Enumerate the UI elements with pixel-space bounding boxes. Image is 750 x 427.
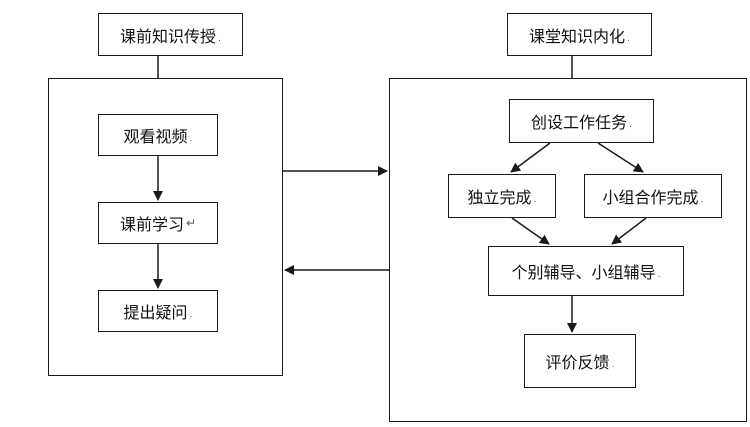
paragraph-mark: . bbox=[700, 195, 704, 205]
paragraph-mark: . bbox=[629, 120, 632, 130]
left-header-box: 课前知识传授. bbox=[98, 13, 243, 56]
left-header-label: 课前知识传授 bbox=[120, 26, 217, 46]
right-header-label: 课堂知识内化 bbox=[529, 26, 626, 46]
step-label: 观看视频 bbox=[123, 127, 188, 146]
step-pre-study: 课前学习↵ bbox=[98, 202, 218, 244]
paragraph-mark: . bbox=[611, 360, 615, 370]
right-header-box: 课堂知识内化. bbox=[507, 13, 652, 56]
create-task-box: 创设工作任务. bbox=[509, 99, 654, 143]
paragraph-mark: . bbox=[189, 310, 193, 320]
return-mark: ↵ bbox=[185, 216, 197, 230]
tutoring-label: 个别辅导、小组辅导 bbox=[511, 263, 656, 282]
step-label: 提出疑问 bbox=[123, 303, 188, 322]
independent-box: 独立完成. bbox=[448, 174, 556, 218]
group-work-box: 小组合作完成. bbox=[584, 174, 722, 218]
paragraph-mark: . bbox=[657, 270, 661, 280]
right-panel bbox=[389, 78, 747, 422]
create-task-label: 创设工作任务 bbox=[531, 113, 628, 132]
evaluation-box: 评价反馈. bbox=[524, 334, 636, 388]
arrow-task-to-group bbox=[597, 142, 644, 173]
paragraph-mark: . bbox=[533, 195, 537, 205]
step-label: 课前学习 bbox=[119, 215, 184, 234]
left-panel bbox=[48, 78, 283, 376]
arrow-group-to-merge bbox=[611, 217, 647, 245]
independent-label: 独立完成 bbox=[467, 188, 532, 207]
group-work-label: 小组合作完成 bbox=[602, 188, 699, 207]
paragraph-mark: . bbox=[218, 33, 221, 44]
step-raise-questions: 提出疑问. bbox=[98, 290, 218, 332]
tutoring-box: 个别辅导、小组辅导. bbox=[488, 246, 684, 296]
arrow-independent-to-merge bbox=[511, 217, 550, 245]
arrow-task-to-independent bbox=[510, 142, 551, 173]
paragraph-mark: . bbox=[627, 33, 630, 44]
paragraph-mark: . bbox=[189, 134, 193, 144]
step-watch-video: 观看视频. bbox=[98, 114, 218, 156]
evaluation-label: 评价反馈 bbox=[545, 353, 610, 372]
